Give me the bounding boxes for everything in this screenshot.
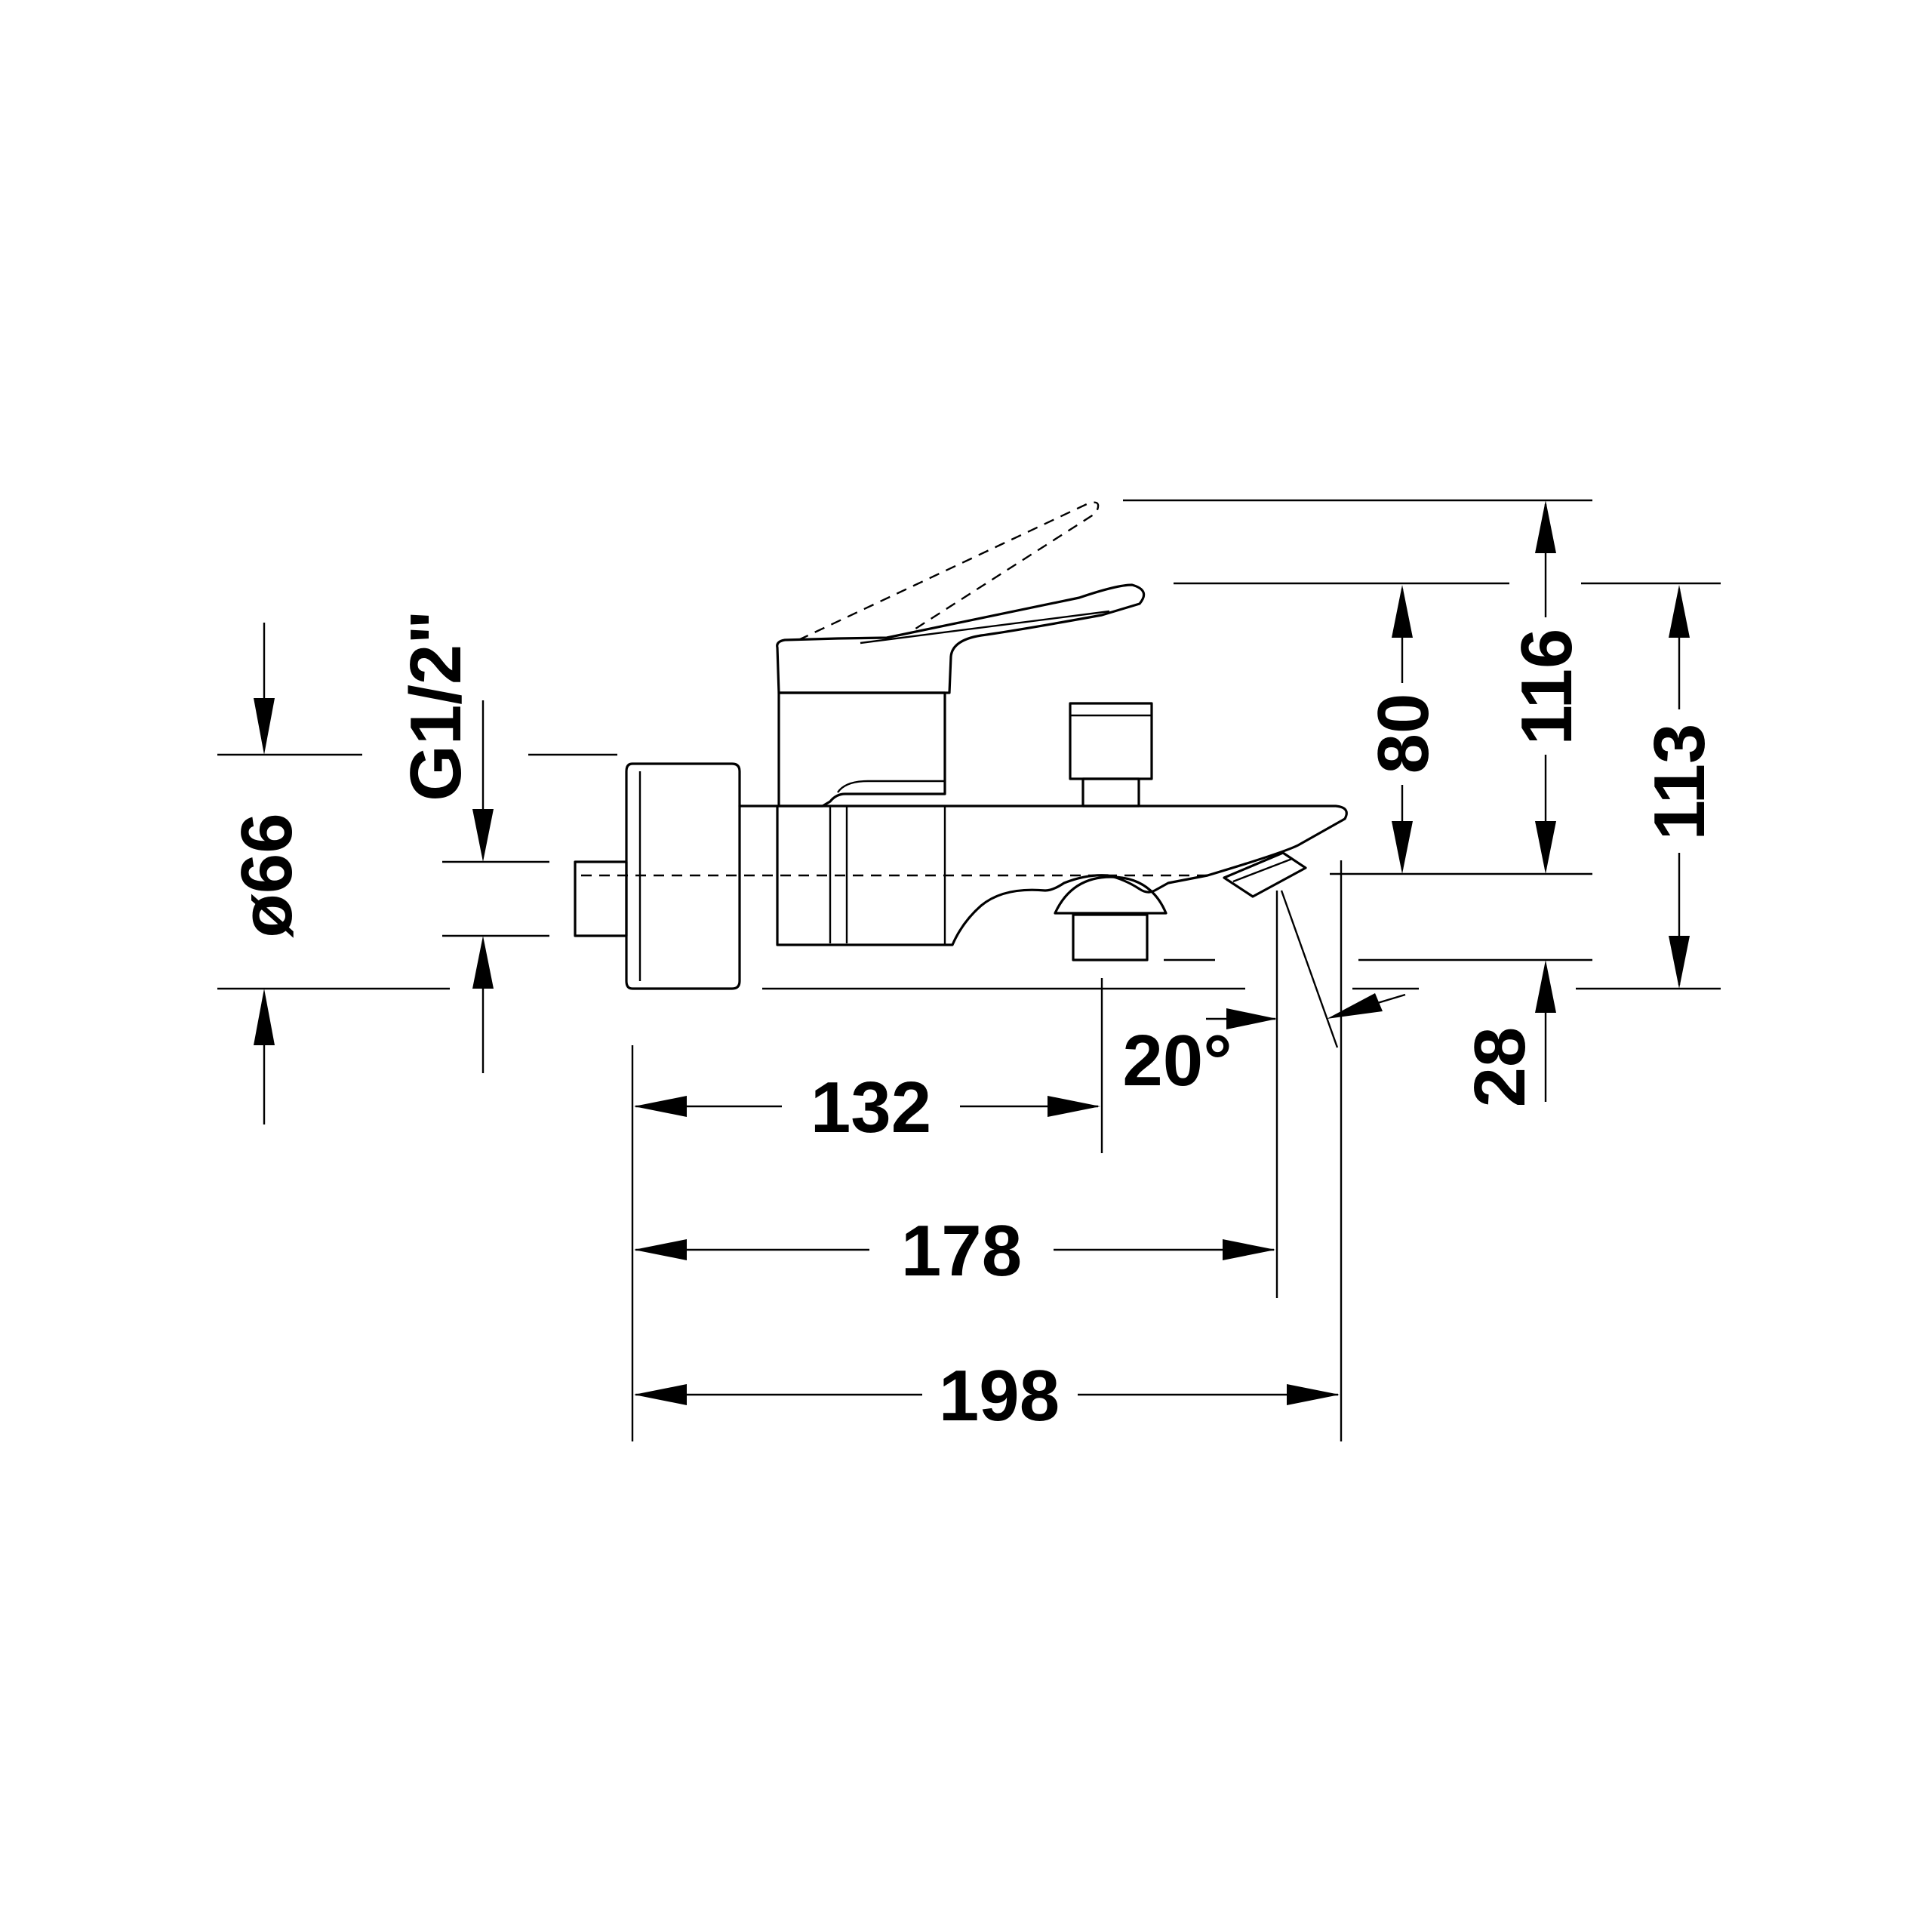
aerator-detail xyxy=(1232,857,1293,883)
dim-thread-label: G1/2" xyxy=(395,610,476,801)
wall-rosette xyxy=(625,762,741,990)
cartridge-detail xyxy=(837,780,945,793)
dim-diameter-label: ø66 xyxy=(226,813,307,937)
dim-angle-label: 20° xyxy=(1122,1020,1232,1101)
dim-113-label: 113 xyxy=(1639,724,1720,841)
cartridge-housing xyxy=(777,691,946,808)
diverter-stem xyxy=(1081,777,1140,808)
dim-116-label: 116 xyxy=(1506,629,1587,746)
faucet-body xyxy=(574,501,1348,990)
lever-edge xyxy=(860,610,1110,645)
lever-base xyxy=(776,583,1146,694)
dim-132-label: 132 xyxy=(811,1067,931,1148)
dimension-labels: ø66 G1/2" 132 178 198 80 116 113 28 20° xyxy=(226,610,1720,1436)
dim-28-label: 28 xyxy=(1460,1027,1540,1108)
lever-open-position xyxy=(798,501,1100,641)
spout-aerator xyxy=(1223,851,1307,898)
dim-178-label: 178 xyxy=(901,1211,1022,1291)
hose-connector xyxy=(1072,913,1149,961)
dim-80-label: 80 xyxy=(1363,694,1444,774)
connector-stub xyxy=(574,860,628,937)
spray-angle-line xyxy=(1280,890,1339,1048)
extension-lines xyxy=(217,499,1721,1441)
dimension-lines xyxy=(254,500,1690,1405)
hose-dome xyxy=(1054,875,1168,915)
dim-198-label: 198 xyxy=(939,1355,1060,1436)
